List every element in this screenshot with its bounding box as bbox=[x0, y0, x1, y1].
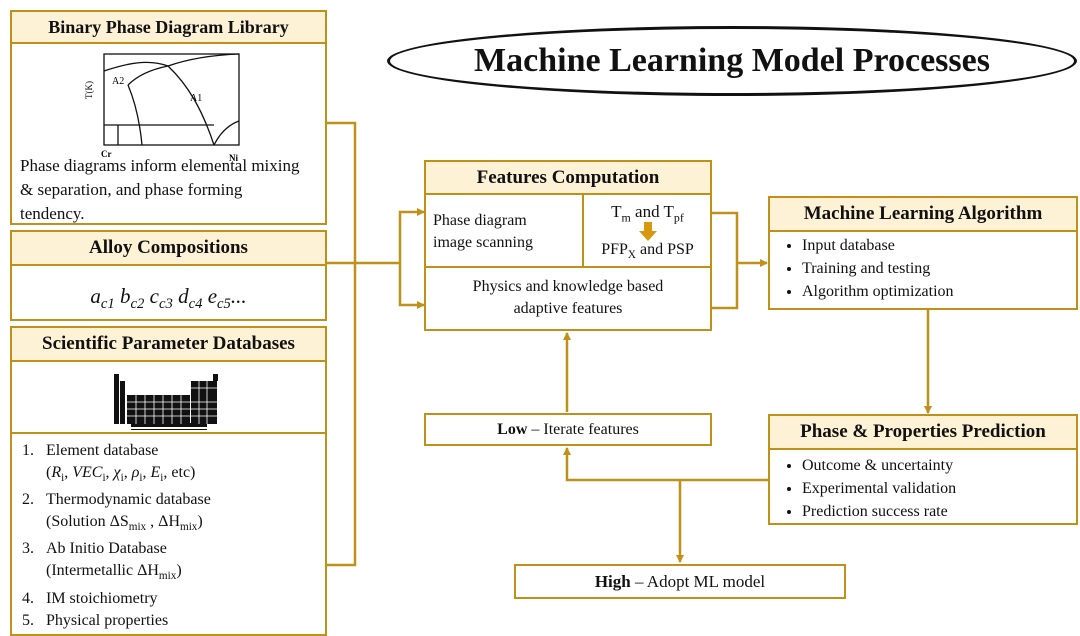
prediction-list: Outcome & uncertainty Experimental valid… bbox=[772, 454, 956, 523]
alloy-formula: ac1 bc2 cc3 dc4 ec5... bbox=[90, 284, 247, 313]
list-item: Outcome & uncertainty bbox=[802, 454, 956, 477]
ml-list: Input database Training and testing Algo… bbox=[772, 234, 954, 303]
high-adopt-box: High – Adopt ML model bbox=[514, 564, 846, 599]
list-item: 5.Physical properties bbox=[22, 611, 169, 629]
low-text: – Iterate features bbox=[531, 421, 639, 438]
list-item: 4.IM stoichiometry bbox=[22, 589, 158, 607]
list-item-detail: (Ri, VECi, χi, ρi, Ei, etc) bbox=[46, 464, 196, 485]
banner-title: Machine Learning Model Processes bbox=[474, 42, 990, 79]
scientific-parameter-panel: Scientific Parameter Databases 1.Element… bbox=[10, 326, 327, 636]
list-item: Prediction success rate bbox=[802, 500, 956, 523]
list-item: Experimental validation bbox=[802, 477, 956, 500]
ml-panel-header: Machine Learning Algorithm bbox=[770, 198, 1076, 232]
tm-tpf-text: Tm and Tpf bbox=[611, 202, 684, 225]
list-item: 2.Thermodynamic database bbox=[22, 491, 211, 509]
low-iterate-box: Low – Iterate features bbox=[424, 413, 712, 446]
list-item-detail: (Intermetallic ΔHmix) bbox=[46, 562, 182, 583]
database-list: 1.Element database (Ri, VECi, χi, ρi, Ei… bbox=[22, 440, 322, 632]
alloy-panel-header: Alloy Compositions bbox=[12, 232, 325, 266]
title-banner: Machine Learning Model Processes bbox=[387, 26, 1077, 96]
scan-text: Phase diagram image scanning bbox=[433, 212, 533, 251]
list-item: Training and testing bbox=[802, 257, 954, 280]
binary-phase-diagram-panel: Binary Phase Diagram Library T(K) A2 A1 … bbox=[10, 10, 327, 225]
binary-description: Phase diagrams inform elemental mixing &… bbox=[20, 156, 300, 223]
arrow-to-low bbox=[563, 447, 680, 482]
alloy-compositions-panel: Alloy Compositions ac1 bc2 cc3 dc4 ec5..… bbox=[10, 230, 327, 321]
ml-algorithm-panel: Machine Learning Algorithm Input databas… bbox=[768, 196, 1078, 310]
region-a2-label: A2 bbox=[112, 76, 124, 87]
arrow-to-adaptive bbox=[398, 263, 425, 309]
features-computation-panel: Features Computation Phase diagram image… bbox=[424, 160, 712, 331]
element-ni-label: Ni bbox=[229, 153, 238, 161]
list-item-detail: (Solution ΔSmix , ΔHmix) bbox=[46, 513, 203, 534]
region-a1-label: A1 bbox=[190, 93, 202, 104]
high-label: High bbox=[594, 572, 631, 591]
list-item: Algorithm optimization bbox=[802, 280, 954, 303]
prediction-panel-header: Phase & Properties Prediction bbox=[770, 416, 1076, 450]
periodic-table-icon bbox=[114, 374, 218, 430]
arrow-to-scan bbox=[398, 208, 425, 263]
element-cr-label: Cr bbox=[101, 149, 112, 159]
phase-diagram-thumbnail: T(K) A2 A1 Cr Ni bbox=[84, 53, 240, 161]
binary-panel-header: Binary Phase Diagram Library bbox=[12, 12, 325, 44]
list-item: 1.Element database bbox=[22, 442, 159, 459]
diagram-axis-label: T(K) bbox=[84, 81, 94, 99]
adaptive-text: Physics and knowledge based adaptive fea… bbox=[472, 278, 664, 317]
connector-from-scan bbox=[712, 211, 739, 310]
prediction-panel: Phase & Properties Prediction Outcome & … bbox=[768, 414, 1078, 525]
features-panel-header: Features Computation bbox=[426, 162, 710, 195]
connector-binary bbox=[327, 121, 357, 567]
high-text: – Adopt ML model bbox=[634, 572, 766, 591]
list-item: Input database bbox=[802, 234, 954, 257]
down-arrow-icon bbox=[639, 222, 657, 241]
list-item: 3.Ab Initio Database bbox=[22, 540, 167, 558]
pfp-psp-text: PFPX and PSP bbox=[601, 241, 694, 262]
low-label: Low bbox=[497, 421, 528, 438]
param-panel-header: Scientific Parameter Databases bbox=[12, 328, 325, 362]
